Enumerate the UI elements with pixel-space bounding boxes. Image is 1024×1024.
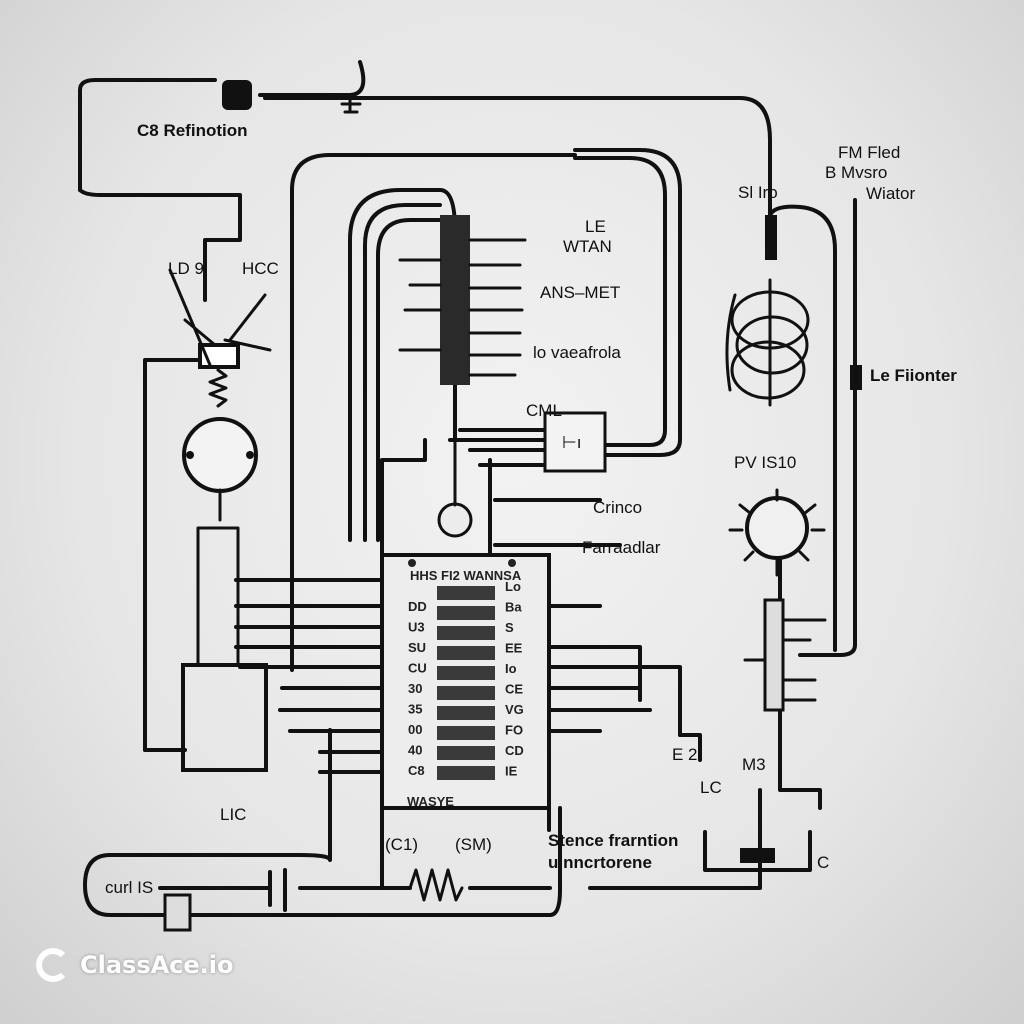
chip-left-pin: U3 [408,620,425,635]
label-ans-met: ANS–MET [540,283,620,302]
label-farraadlar: Farraadlar [582,538,661,557]
label-c: C [817,853,829,872]
coil [725,278,810,407]
chip-left-pin: 40 [408,743,422,758]
chip-bar [437,646,495,660]
label-ulnncrtorene: ulnncrtorene [548,853,652,872]
label-fm-fled: FM Fled [838,143,900,162]
chip-right-pin: EE [505,641,523,656]
label-sl-iro: Sl Iro [738,183,778,202]
label-curl-is: curl IS [105,878,153,897]
chip-bar [437,746,495,760]
resistor-stack [763,598,785,712]
chip-bar [437,666,495,680]
ic-small [543,411,607,473]
chip-right-pin: S [505,620,514,635]
label-lic: LIC [220,805,246,824]
label-ld9: LD 9 [168,259,204,278]
chip-left-pin: 00 [408,722,422,737]
chip-left-pin: C8 [408,763,425,778]
label-top-left: C8 Refinotion [137,121,248,140]
antenna-lines [168,268,272,367]
label-le-fiionter: Le Fiionter [870,366,957,385]
watermark: ClassAce.io [36,948,234,982]
label-le: LE [585,217,606,236]
label-crinco: Crinco [593,498,642,517]
chip-left-pin: CU [408,661,427,676]
chip-right-pin: VG [505,702,524,717]
labels: C8 Refinotion FM Fled B Mvsro Wiator Sl … [105,121,957,897]
chip-left-pin: 30 [408,681,422,696]
chip-right-pin: Lo [505,579,521,594]
meter-left [182,417,258,493]
label-m3: M3 [742,755,766,774]
resistor-bottom [408,868,464,902]
chip-bar [437,686,495,700]
label-pv-is10: PV IS10 [734,453,796,472]
label-lc: LC [700,778,722,797]
chip-left-pin: SU [408,640,426,655]
chip-right-pin: CE [505,682,523,697]
chip-bar [437,766,495,780]
label-wiator: Wiator [866,184,915,203]
capacitor [268,868,287,912]
chip-footer: WASYE [407,794,454,809]
components: ⊢ı [163,80,862,932]
chip-left-pin: DD [408,599,427,614]
inductor-top [222,80,252,110]
chip-left-pin: 35 [408,702,422,717]
chip-header: HHS FI2 WANNSA [410,568,522,583]
chip-bar [437,586,495,600]
wires [78,60,857,917]
label-hcc: HCC [242,259,279,278]
chip-right-pin: IE [505,764,518,779]
transformer-core [440,215,470,385]
chip-right-pin: CD [505,743,524,758]
chip-right-pin: Io [505,661,517,676]
label-stence: Stence frarntion [548,831,678,850]
plug [163,893,192,932]
label-e2: E 2 [672,745,698,764]
watermark-text: ClassAce.io [80,951,234,979]
label-wtan: WTAN [563,237,612,256]
gauge-right [745,496,809,560]
classace-logo-icon [36,948,70,982]
relay-box [181,663,268,772]
resistor-left [208,368,228,408]
svg-text:⊢ı: ⊢ı [562,433,582,452]
chip-right-pin: FO [505,723,523,738]
chip-bar [437,726,495,740]
label-cml: CML [526,401,562,420]
label-sm: (SM) [455,835,492,854]
chip-bar [437,706,495,720]
connector-bottom [740,848,775,863]
label-c1: (C1) [385,835,418,854]
label-vaeafrola: lo vaeafrola [533,343,621,362]
chip-right-pin: Ba [505,600,522,615]
chip-bar [437,606,495,620]
lamp [437,502,473,538]
label-b-mvsro: B Mvsro [825,163,887,182]
chip-bar [437,626,495,640]
